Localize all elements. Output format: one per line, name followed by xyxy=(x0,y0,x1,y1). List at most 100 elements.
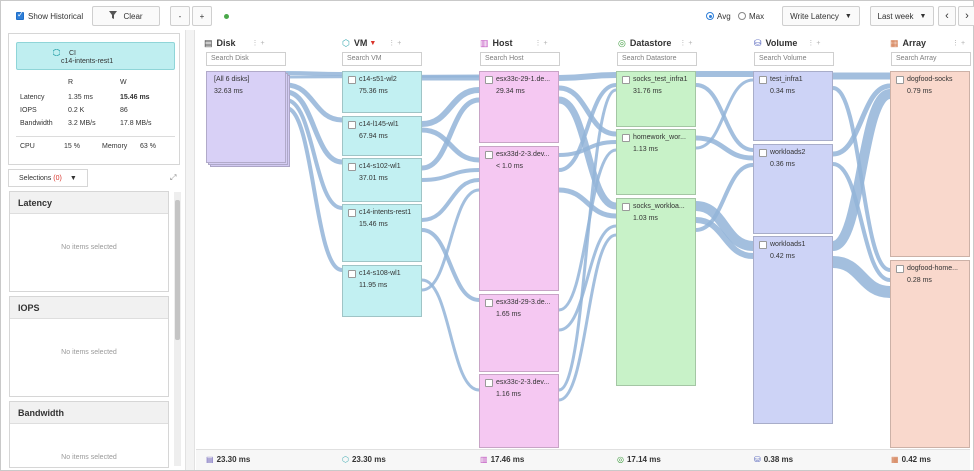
vm-node-checkbox[interactable] xyxy=(348,121,356,129)
show-historical-checkbox[interactable] xyxy=(16,10,24,20)
host-total-value: 17.46 ms xyxy=(490,455,525,464)
bandwidth-section-title: Bandwidth xyxy=(10,402,168,424)
datastore-node-label: socks_test_infra1 xyxy=(633,76,688,83)
selected-item-card[interactable]: CI c14-intents-rest1 xyxy=(16,42,175,70)
show-historical-toggle[interactable]: Show Historical xyxy=(16,6,83,26)
vm-node-label: c14-s108-wl1 xyxy=(359,270,401,277)
array-column-title: Array xyxy=(902,38,927,48)
latency-empty-text: No items selected xyxy=(61,244,117,251)
host-node-value: 1.65 ms xyxy=(496,311,521,318)
zoom-out-button[interactable]: - xyxy=(170,6,190,26)
status-dot-icon xyxy=(224,13,229,19)
vm-node[interactable]: c14-s108-wl1 11.95 ms xyxy=(342,265,422,317)
host-search-input[interactable]: Search Host xyxy=(480,52,560,66)
array-node[interactable]: dogfood-home... 0.28 ms xyxy=(890,260,970,448)
volume-node[interactable]: workloads2 0.36 ms xyxy=(753,144,833,234)
vm-search-input[interactable]: Search VM xyxy=(342,52,422,66)
array-search-input[interactable]: Search Array xyxy=(891,52,971,66)
datastore-node[interactable]: socks_workloa... 1.03 ms xyxy=(616,198,696,386)
array-column-header: ▦ Array ⋮ + xyxy=(890,36,965,50)
max-radio-icon[interactable] xyxy=(738,12,746,20)
host-node-value: 1.16 ms xyxy=(496,391,521,398)
flow-link xyxy=(558,85,617,137)
disk-node-all[interactable]: [All 6 disks] 32.63 ms xyxy=(206,71,286,163)
column-tools-icon[interactable]: ⋮ + xyxy=(534,40,548,47)
volume-node-checkbox[interactable] xyxy=(759,149,767,157)
host-node-label: esx33c-2-3.dev... xyxy=(496,379,550,386)
vm-node[interactable]: c14-intents-rest1 15.46 ms xyxy=(342,204,422,262)
vm-column-title: VM xyxy=(353,38,368,48)
column-tools-icon[interactable]: ⋮ + xyxy=(388,40,402,47)
next-button[interactable]: › xyxy=(958,6,974,26)
left-scrollbar-thumb[interactable] xyxy=(175,200,180,340)
flow-link xyxy=(285,89,343,165)
disk-icon: ▤ xyxy=(206,455,214,464)
vm-node-value: 37.01 ms xyxy=(359,175,388,182)
array-node[interactable]: dogfood-socks 0.79 ms xyxy=(890,71,970,257)
zoom-in-button[interactable]: + xyxy=(192,6,212,26)
volume-node[interactable]: workloads1 0.42 ms xyxy=(753,236,833,424)
datastore-node-checkbox[interactable] xyxy=(622,203,630,211)
flow-link xyxy=(558,88,617,392)
array-total-value: 0.42 ms xyxy=(901,455,931,464)
chevron-down-icon: ▼ xyxy=(919,12,927,20)
vm-node[interactable]: c14-s51-wl2 75.36 ms xyxy=(342,71,422,113)
host-node-checkbox[interactable] xyxy=(485,76,493,84)
column-tools-icon[interactable]: ⋮ + xyxy=(679,40,693,47)
selected-item-name: c14-intents-rest1 xyxy=(61,58,114,65)
host-node[interactable]: esx33d-2-3.dev... < 1.0 ms xyxy=(479,146,559,291)
array-node-checkbox[interactable] xyxy=(896,76,904,84)
chevron-left-icon: ‹ xyxy=(945,10,949,22)
host-node-checkbox[interactable] xyxy=(485,151,493,159)
previous-button[interactable]: ‹ xyxy=(938,6,956,26)
filter-icon xyxy=(109,11,118,21)
vm-node-checkbox[interactable] xyxy=(348,163,356,171)
avg-radio-icon[interactable] xyxy=(706,12,714,20)
column-tools-icon[interactable]: ⋮ + xyxy=(251,40,265,47)
selections-count: (0) xyxy=(53,174,62,182)
datastore-node-value: 1.03 ms xyxy=(633,215,658,222)
vm-node-checkbox[interactable] xyxy=(348,76,356,84)
host-node-checkbox[interactable] xyxy=(485,299,493,307)
volume-node-checkbox[interactable] xyxy=(759,241,767,249)
datastore-node-checkbox[interactable] xyxy=(622,134,630,142)
expand-icon[interactable]: ⤢ xyxy=(170,173,177,182)
host-node[interactable]: esx33d-29-3.de... 1.65 ms xyxy=(479,294,559,372)
selections-dropdown[interactable]: Selections (0) ▼ xyxy=(8,169,88,187)
column-tools-icon[interactable]: ⋮ + xyxy=(952,40,966,47)
sort-desc-icon[interactable]: ▼ xyxy=(369,39,377,47)
avg-radio[interactable]: Avg xyxy=(706,6,731,26)
datastore-node-checkbox[interactable] xyxy=(622,76,630,84)
latency-label: Latency xyxy=(20,94,45,101)
datastore-node[interactable]: homework_wor... 1.13 ms xyxy=(616,129,696,195)
max-radio[interactable]: Max xyxy=(738,6,764,26)
chevron-down-icon: ▼ xyxy=(844,12,852,20)
flow-link xyxy=(285,71,343,76)
read-column-header: R xyxy=(68,79,74,86)
vm-node-label: c14-intents-rest1 xyxy=(359,209,412,216)
volume-node-checkbox[interactable] xyxy=(759,76,767,84)
panel-splitter[interactable] xyxy=(185,30,195,470)
vm-node[interactable]: c14-s102-wl1 37.01 ms xyxy=(342,158,422,202)
latency-read-value: 1.35 ms xyxy=(68,94,93,101)
host-node[interactable]: esx33c-2-3.dev... 1.16 ms xyxy=(479,374,559,448)
host-node-checkbox[interactable] xyxy=(485,379,493,387)
vm-node[interactable]: c14-l145-wl1 67.94 ms xyxy=(342,116,422,156)
clear-button[interactable]: Clear xyxy=(92,6,160,26)
datastore-node-label: socks_workloa... xyxy=(633,203,685,210)
host-node[interactable]: esx33c-29-1.de... 29.34 ms xyxy=(479,71,559,143)
disk-search-input[interactable]: Search Disk xyxy=(206,52,286,66)
metric-dropdown[interactable]: Write Latency ▼ xyxy=(782,6,860,26)
vm-node-checkbox[interactable] xyxy=(348,270,356,278)
bandwidth-section: Bandwidth No items selected xyxy=(9,401,169,468)
volume-node[interactable]: test_infra1 0.34 ms xyxy=(753,71,833,141)
time-range-dropdown[interactable]: Last week ▼ xyxy=(870,6,934,26)
datastore-node[interactable]: socks_test_infra1 31.76 ms xyxy=(616,71,696,127)
flow-link xyxy=(558,187,617,219)
volume-search-input[interactable]: Search Volume xyxy=(754,52,834,66)
column-tools-icon[interactable]: ⋮ + xyxy=(807,40,821,47)
flow-link xyxy=(421,87,480,127)
array-node-checkbox[interactable] xyxy=(896,265,904,273)
vm-node-checkbox[interactable] xyxy=(348,209,356,217)
datastore-search-input[interactable]: Search Datastore xyxy=(617,52,697,66)
